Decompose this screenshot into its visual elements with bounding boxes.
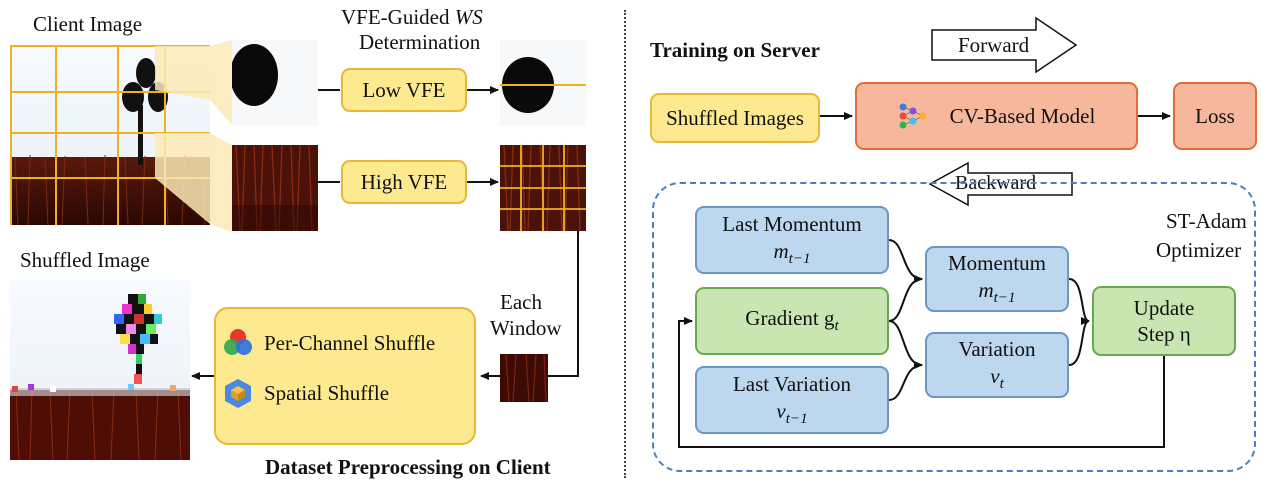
per-channel-label: Per-Channel Shuffle (264, 330, 436, 355)
gradient-box: Gradient gt (695, 287, 889, 355)
low-vfe-box: Low VFE (341, 68, 467, 112)
last-variation-label: Last Variation (732, 372, 851, 397)
update-line2: Step η (1137, 322, 1191, 346)
low-vfe-window-art (232, 40, 318, 126)
each-window-line1: Each (500, 290, 542, 314)
optimizer-label-line1: ST-Adam (1166, 209, 1247, 233)
shuffled-image-art (10, 280, 190, 460)
panel-divider (624, 10, 626, 478)
last-variation-sub: t−1 (785, 410, 808, 427)
variation-sym: v (990, 363, 1000, 388)
low-vfe-output (500, 40, 586, 126)
last-momentum-box: Last Momentum mt−1 (695, 206, 889, 274)
high-vfe-window-art (232, 145, 318, 231)
per-channel-row: Per-Channel Shuffle (222, 326, 435, 360)
high-vfe-output-art (500, 145, 586, 231)
low-vfe-output-art (500, 40, 586, 126)
vfe-title-line2: Determination (359, 30, 481, 54)
each-window-thumb-art (500, 354, 548, 402)
shuffle-box (214, 307, 476, 445)
cv-model-box: CV-Based Model (855, 82, 1138, 150)
spatial-cube-icon (225, 379, 251, 408)
update-step-box: Update Step η (1092, 286, 1236, 356)
spatial-label: Spatial Shuffle (264, 380, 390, 405)
shuffled-images-box: Shuffled Images (650, 93, 820, 143)
gradient-sub: t (834, 318, 839, 335)
variation-sub: t (999, 375, 1004, 392)
spatial-row: Spatial Shuffle (222, 376, 389, 410)
low-vfe-window (232, 40, 318, 126)
cv-model-label: CV-Based Model (949, 103, 1096, 128)
vfe-title-text: VFE-Guided WS (341, 5, 483, 29)
optimizer-region (652, 182, 1256, 472)
momentum-sub: t−1 (993, 289, 1016, 306)
client-image-art (10, 45, 210, 225)
last-variation-box: Last Variation vt−1 (695, 366, 889, 434)
last-momentum-symbol: mt−1 (773, 238, 810, 269)
momentum-label: Momentum (948, 251, 1046, 276)
vfe-title-line1: VFE-Guided WS (341, 5, 483, 30)
ws-symbol: WS (454, 5, 483, 29)
shuffled-image-label: Shuffled Image (20, 248, 150, 272)
high-vfe-box: High VFE (341, 160, 467, 204)
forward-label: Forward (958, 33, 1030, 57)
last-variation-symbol: vt−1 (776, 398, 807, 429)
server-title: Training on Server (650, 38, 820, 62)
variation-box: Variation vt (925, 332, 1069, 398)
client-image (10, 45, 210, 225)
variation-label: Variation (958, 337, 1036, 362)
client-image-label: Client Image (33, 12, 143, 36)
momentum-box: Momentum mt−1 (925, 246, 1069, 312)
last-momentum-sym: m (773, 238, 789, 263)
high-vfe-window (232, 145, 318, 231)
update-line1: Update (1133, 295, 1195, 320)
each-window-thumb (500, 354, 548, 402)
gradient-text: Gradient g (745, 306, 835, 331)
left-caption: Dataset Preprocessing on Client (265, 455, 551, 479)
last-momentum-sub: t−1 (788, 250, 811, 267)
momentum-sym: m (978, 277, 994, 302)
last-momentum-label: Last Momentum (722, 212, 862, 237)
momentum-symbol: mt−1 (978, 277, 1015, 308)
neural-network-icon (899, 103, 927, 129)
high-vfe-output (500, 145, 586, 231)
each-window-line2: Window (490, 316, 562, 340)
rgb-channels-icon (224, 329, 252, 355)
variation-symbol: vt (990, 363, 1004, 394)
shuffled-image (10, 280, 190, 460)
gradient-label: Gradient gt (745, 305, 838, 336)
optimizer-label-line2: Optimizer (1156, 238, 1242, 262)
loss-box: Loss (1173, 82, 1257, 150)
last-variation-sym: v (776, 398, 786, 423)
